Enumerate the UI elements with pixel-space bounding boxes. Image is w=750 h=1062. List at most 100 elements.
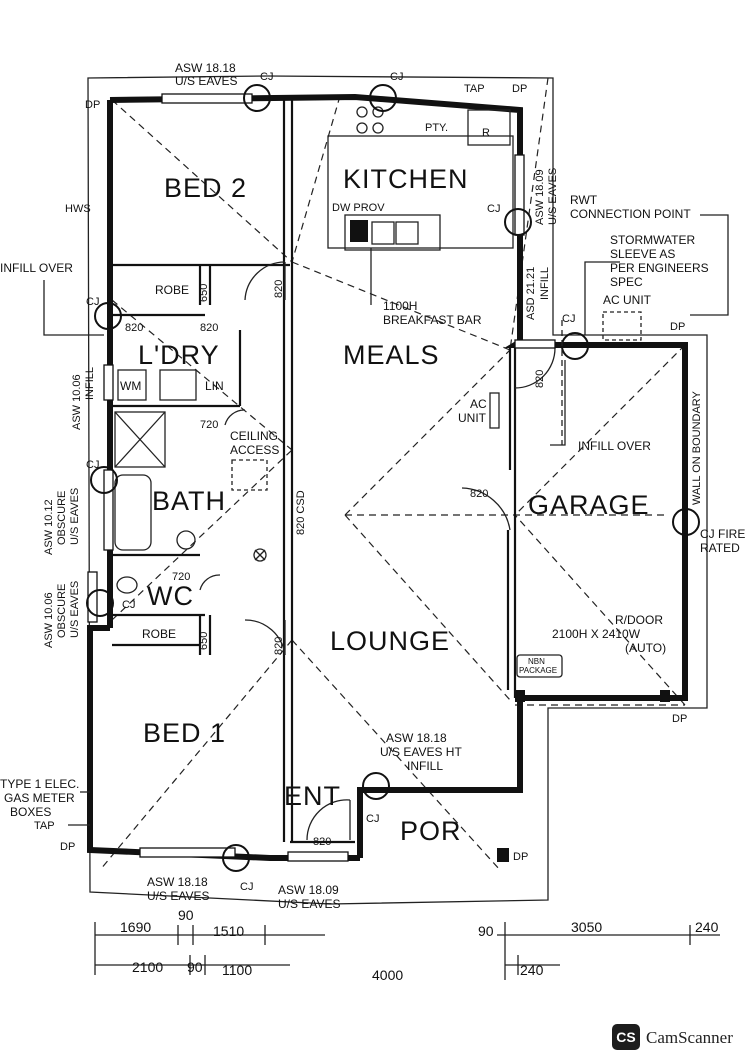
- label-infill-over-garage: INFILL OVER: [578, 439, 651, 453]
- fridge-space: [467, 109, 511, 146]
- dimension-labels: 1690 90 1510 90 3050 240 2100 90 1100 40…: [120, 907, 719, 983]
- dim-3050: 3050: [571, 919, 602, 935]
- label-asw-wc: ASW 10.06: [43, 592, 55, 648]
- label-cj-fire: CJ FIRE: [700, 527, 745, 541]
- garage-pier-right: [660, 690, 670, 702]
- label-dp: DP: [672, 713, 687, 725]
- window-ldry: [103, 364, 114, 401]
- dim-240: 240: [520, 962, 544, 978]
- label-rdoor-auto: (AUTO): [625, 641, 666, 655]
- garage-pier-left: [515, 690, 525, 702]
- label-rdoor-size: 2100H X 2410W: [552, 627, 641, 641]
- cj-marker: [504, 208, 532, 236]
- label-door-bath: 720: [200, 419, 218, 431]
- fixtures: [114, 106, 670, 862]
- windows: [87, 93, 556, 862]
- label-cj: CJ: [487, 203, 500, 215]
- cj-marker: [362, 772, 390, 800]
- label-door-ldry-left: 820: [125, 322, 143, 334]
- ac-unit-external: [602, 311, 642, 341]
- label-asw-bot-right-eaves: U/S EAVES: [278, 897, 340, 911]
- label-asw-bot-left: ASW 18.18: [147, 875, 208, 889]
- label-csd: 820 CSD: [295, 490, 307, 535]
- label-asd: ASD 21.21: [525, 267, 537, 320]
- label-sleeve: SLEEVE AS: [610, 247, 675, 261]
- cooktop-burner: [356, 106, 368, 118]
- label-cj: CJ: [366, 813, 379, 825]
- label-door-garage-top: 820: [534, 370, 546, 388]
- room-bed1: BED 1: [143, 718, 226, 748]
- camscanner-watermark: CamScanner: [646, 1028, 733, 1047]
- cj-marker: [94, 302, 122, 330]
- label-dw-prov: DW PROV: [332, 202, 385, 214]
- label-rwt-connection: CONNECTION POINT: [570, 207, 691, 221]
- label-door-bed2: 820: [273, 280, 285, 298]
- room-bath: BATH: [152, 486, 226, 516]
- label-cj: CJ: [122, 599, 135, 611]
- dim-1690: 1690: [120, 919, 151, 935]
- cj-marker: [86, 589, 114, 617]
- label-cj: CJ: [240, 881, 253, 893]
- cj-marker: [90, 466, 118, 494]
- roof-hip-lines: [99, 77, 686, 871]
- cj-marker: [672, 508, 700, 536]
- label-ac: AC: [470, 397, 487, 411]
- label-boxes: BOXES: [10, 805, 51, 819]
- label-dp: DP: [512, 83, 527, 95]
- label-asw-ldry: ASW 10.06: [71, 374, 83, 430]
- room-entry: ENT: [284, 781, 341, 811]
- label-access: ACCESS: [230, 443, 279, 457]
- sink-left: [371, 221, 395, 245]
- ceiling-access-hatch: [231, 459, 268, 491]
- label-cj: CJ: [260, 71, 273, 83]
- window-bed2: [161, 93, 253, 104]
- dim-90: 90: [178, 907, 194, 923]
- label-robe-bot-width: 650: [198, 632, 210, 650]
- cooktop-burner: [356, 122, 368, 134]
- dim-240: 240: [695, 919, 719, 935]
- leader-lines: [43, 214, 729, 826]
- label-washing-machine: WM: [120, 379, 141, 393]
- label-infill-asd: INFILL: [539, 267, 551, 300]
- camscanner-logo-icon: CS: [612, 1024, 640, 1050]
- label-robe-top-width: 650: [198, 284, 210, 302]
- label-engineers: PER ENGINEERS: [610, 261, 709, 275]
- label-spec: SPEC: [610, 275, 643, 289]
- kitchen-bench: [327, 135, 514, 249]
- label-cj: CJ: [562, 313, 575, 325]
- label-eaves-bath: U/S EAVES: [69, 488, 81, 545]
- vanity-basin: [176, 530, 196, 550]
- dim-4000: 4000: [372, 967, 403, 983]
- label-cj: CJ: [390, 71, 403, 83]
- dim-1100: 1100: [222, 962, 252, 978]
- porch-post: [497, 848, 509, 862]
- label-gas-meter: GAS METER: [4, 791, 75, 805]
- label-obscure-wc: OBSCURE: [56, 584, 68, 638]
- roof-outline: [87, 75, 708, 905]
- label-robe-top: ROBE: [155, 283, 189, 297]
- label-cj: CJ: [86, 296, 99, 308]
- label-eaves-wc: U/S EAVES: [69, 581, 81, 638]
- label-ceiling: CEILING: [230, 429, 278, 443]
- room-laundry: L'DRY: [138, 340, 220, 370]
- label-nbn: NBN: [528, 657, 545, 666]
- window-kitchen: [514, 154, 525, 236]
- label-rdoor: R/DOOR: [615, 613, 663, 627]
- ac-unit-internal: [489, 392, 500, 429]
- dim-90: 90: [478, 923, 494, 939]
- dim-1510: 1510: [213, 923, 244, 939]
- label-asw-kitchen: ASW 18.09: [534, 169, 546, 225]
- label-wall-on-boundary: WALL ON BOUNDARY: [691, 390, 703, 505]
- door-swings: [199, 261, 556, 841]
- label-infill-over-left: INFILL OVER: [0, 261, 73, 275]
- label-tap: TAP: [464, 83, 485, 95]
- dim-2100: 2100: [132, 959, 163, 975]
- label-door-bed1: 820: [273, 637, 285, 655]
- label-infill-ldry: INFILL: [84, 367, 96, 400]
- label-us-eaves-kitchen: U/S EAVES: [547, 168, 559, 225]
- label-door-ldry-right: 820: [200, 322, 218, 334]
- label-dp: DP: [513, 851, 528, 863]
- sink-right: [395, 221, 419, 245]
- label-asw-bot-left-eaves: U/S EAVES: [147, 889, 209, 903]
